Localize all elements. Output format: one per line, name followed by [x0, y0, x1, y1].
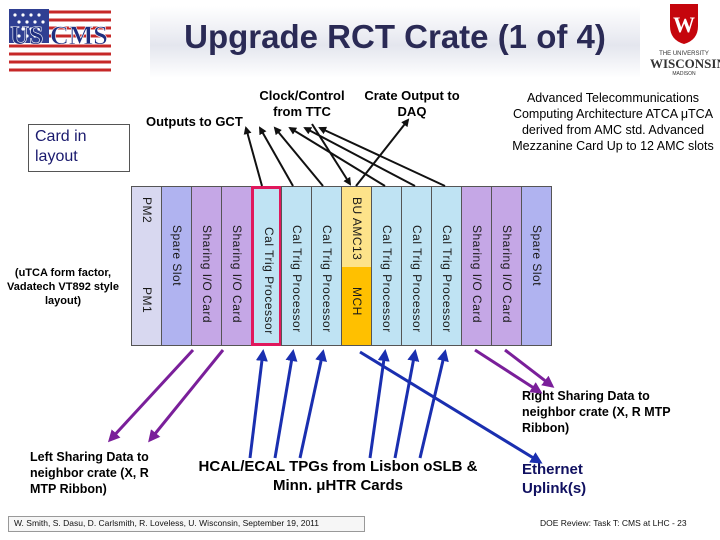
- right-sharing-arrow: [474, 348, 543, 394]
- footer-bar: [8, 516, 365, 532]
- slot-sharing-3: Sharing I/O Card: [461, 186, 492, 346]
- slot-bottom-label: PM1: [140, 287, 154, 314]
- gct-arrow-2: [259, 126, 294, 187]
- slot-label: Sharing I/O Card: [200, 225, 214, 324]
- gct-arrow-4: [288, 126, 386, 187]
- slot-top-label: BU AMC13: [350, 197, 364, 261]
- title-band: [150, 6, 640, 78]
- right-sharing-label: Right Sharing Data to neighbor crate (X,…: [522, 389, 671, 435]
- slot-label: Sharing I/O Card: [230, 225, 244, 324]
- slot-label: Spare Slot: [530, 225, 544, 287]
- slot-label: Cal Trig Processor: [440, 225, 454, 333]
- wisconsin-logo-line1: THE UNIVERSITY: [659, 51, 709, 57]
- daq-arrow: [355, 118, 410, 187]
- tpg-arrow-1: [248, 349, 268, 459]
- left-sharing-label: Left Sharing Data to neighbor crate (X, …: [30, 450, 149, 496]
- tpg-arrow-6: [418, 349, 449, 459]
- slot-label: Cal Trig Processor: [380, 225, 394, 333]
- slot-label: Sharing I/O Card: [500, 225, 514, 324]
- clock-control-label: Clock/Control from TTC: [259, 88, 345, 119]
- tpg-arrow-5: [393, 349, 420, 459]
- slot-label: Sharing I/O Card: [470, 225, 484, 324]
- slot-ctp-3: Cal Trig Processor: [311, 186, 342, 346]
- wisconsin-logo-line2: WISCONSIN: [650, 56, 720, 71]
- svg-text:W: W: [673, 12, 695, 37]
- ethernet-label: Ethernet Uplink(s): [522, 461, 587, 497]
- crate-output-label: Crate Output to DAQ: [364, 88, 460, 119]
- ethernet-arrow: [359, 350, 543, 464]
- slot-spare-right: Spare Slot: [521, 186, 552, 346]
- page-title: Upgrade RCT Crate (1 of 4): [184, 18, 606, 55]
- slot-label: Cal Trig Processor: [262, 227, 276, 335]
- wisconsin-logo-line3: MADISON: [672, 71, 696, 77]
- utca-form-factor-label: (uTCA form factor, Vadatech VT892 style …: [7, 267, 119, 307]
- gct-arrow-5: [303, 127, 416, 187]
- gct-arrow-1: [243, 126, 263, 187]
- tpg-arrow-2: [273, 349, 298, 459]
- slot-label: Spare Slot: [170, 225, 184, 287]
- uscms-logo: US CMS: [5, 6, 113, 74]
- slot-ctp-5: Cal Trig Processor: [401, 186, 432, 346]
- slot-ctp-4: Cal Trig Processor: [371, 186, 402, 346]
- slot-label: Cal Trig Processor: [410, 225, 424, 333]
- slot-label: Cal Trig Processor: [320, 225, 334, 333]
- clock-arrow: [311, 123, 352, 186]
- slot-ctp-6: Cal Trig Processor: [431, 186, 462, 346]
- slot-spare-left: Spare Slot: [161, 186, 192, 346]
- tpg-arrow-3: [298, 349, 327, 459]
- uscms-logo-text: US CMS: [10, 21, 108, 50]
- wisconsin-logo: W THE UNIVERSITY WISCONSIN MADISON: [650, 2, 720, 80]
- gct-arrow-6: [318, 126, 446, 187]
- left-sharing-arrow: [107, 348, 195, 443]
- slot-label: Cal Trig Processor: [290, 225, 304, 333]
- slot-sharing-2: Sharing I/O Card: [221, 186, 252, 346]
- left-sharing-arrow-2: [148, 349, 225, 443]
- card-in-layout-label: Card in layout: [28, 124, 130, 172]
- slot-sharing-1: Sharing I/O Card: [191, 186, 222, 346]
- slot-bottom-label: MCH: [350, 287, 364, 316]
- crest-icon: W: [670, 4, 698, 44]
- gct-arrow-3: [273, 126, 324, 187]
- footer-left: W. Smith, S. Dasu, D. Carlsmith, R. Love…: [14, 518, 320, 528]
- tpg-arrow-4: [368, 349, 390, 459]
- footer-right: DOE Review: Task T: CMS at LHC - 23: [540, 518, 687, 528]
- right-sharing-arrow-2: [504, 348, 555, 388]
- tpgs-label: HCAL/ECAL TPGs from Lisbon oSLB & Minn. …: [198, 458, 478, 494]
- slot-ctp-1: Cal Trig Processor: [251, 186, 282, 346]
- slot-top-label: PM2: [140, 197, 154, 224]
- slot-ctp-2: Cal Trig Processor: [281, 186, 312, 346]
- slot-divider: [342, 267, 371, 345]
- atca-note: Advanced Telecommunications Computing Ar…: [512, 91, 714, 153]
- outputs-to-gct-label: Outputs to GCT: [146, 114, 243, 129]
